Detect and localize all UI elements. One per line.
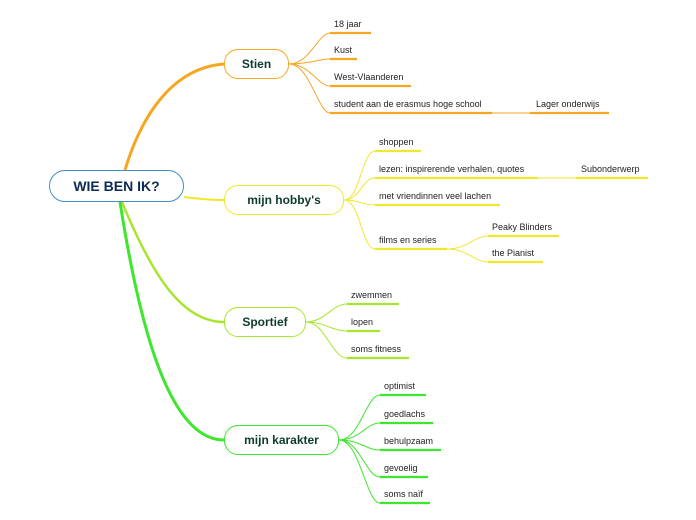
link-hobbys-2 xyxy=(343,177,376,201)
link-karakter-5 xyxy=(338,439,381,504)
link-central-karakter xyxy=(118,201,225,442)
topic-karakter[interactable]: mijn karakter xyxy=(224,425,339,455)
topic-stien[interactable]: Stien xyxy=(224,49,289,79)
leaf-hobby-shoppen[interactable]: shoppen xyxy=(379,137,414,147)
link-hobbys-4 xyxy=(343,199,376,250)
leaf-films-peaky-blinders[interactable]: Peaky Blinders xyxy=(492,222,553,232)
link-sportief-3 xyxy=(305,321,348,359)
leaf-hobby-lezen[interactable]: lezen: inspirerende verhalen, quotes xyxy=(379,164,525,174)
leaf-hobby-films[interactable]: films en series xyxy=(379,235,437,245)
link-stien-1 xyxy=(288,32,331,65)
link-karakter-2 xyxy=(338,422,381,441)
leaf-sport-zwemmen[interactable]: zwemmen xyxy=(351,290,393,300)
leaf-sport-fitness[interactable]: soms fitness xyxy=(351,344,402,354)
link-karakter-1 xyxy=(338,394,381,441)
link-stien-4 xyxy=(288,63,331,114)
leaf-sport-lopen[interactable]: lopen xyxy=(351,317,374,327)
leaf-stien-age[interactable]: 18 jaar xyxy=(334,19,362,29)
central-topic[interactable]: WIE BEN IK? xyxy=(49,170,184,202)
leaf-stien-lager-onderwijs[interactable]: Lager onderwijs xyxy=(536,99,600,109)
leaf-stien-kust[interactable]: Kust xyxy=(334,45,353,55)
link-central-sportief xyxy=(120,201,225,324)
link-films-1 xyxy=(446,235,489,250)
leaf-karakter-goedlachs[interactable]: goedlachs xyxy=(384,409,426,419)
leaf-karakter-optimist[interactable]: optimist xyxy=(384,381,416,391)
topic-hobbys[interactable]: mijn hobby's xyxy=(224,185,344,215)
leaf-hobby-vriendinnen[interactable]: met vriendinnen veel lachen xyxy=(379,191,492,201)
link-stien-2 xyxy=(288,58,331,65)
leaf-stien-region[interactable]: West-Vlaanderen xyxy=(334,72,404,82)
link-central-hobbys xyxy=(183,196,225,201)
link-sportief-1 xyxy=(305,303,348,323)
link-karakter-4 xyxy=(338,439,381,478)
link-films-2 xyxy=(446,248,489,263)
leaf-karakter-naif[interactable]: soms naïf xyxy=(384,489,424,499)
leaf-films-the-pianist[interactable]: the Pianist xyxy=(492,248,535,258)
leaf-karakter-gevoelig[interactable]: gevoelig xyxy=(384,463,418,473)
link-hobbys-1 xyxy=(343,150,376,201)
leaf-lezen-subonderwerp[interactable]: Subonderwerp xyxy=(581,164,640,174)
link-hobbys-3 xyxy=(343,199,376,206)
topic-sportief[interactable]: Sportief xyxy=(224,307,306,337)
leaf-karakter-behulpzaam[interactable]: behulpzaam xyxy=(384,436,434,446)
link-central-stien xyxy=(123,62,225,171)
leaf-stien-student[interactable]: student aan de erasmus hoge school xyxy=(334,99,482,109)
